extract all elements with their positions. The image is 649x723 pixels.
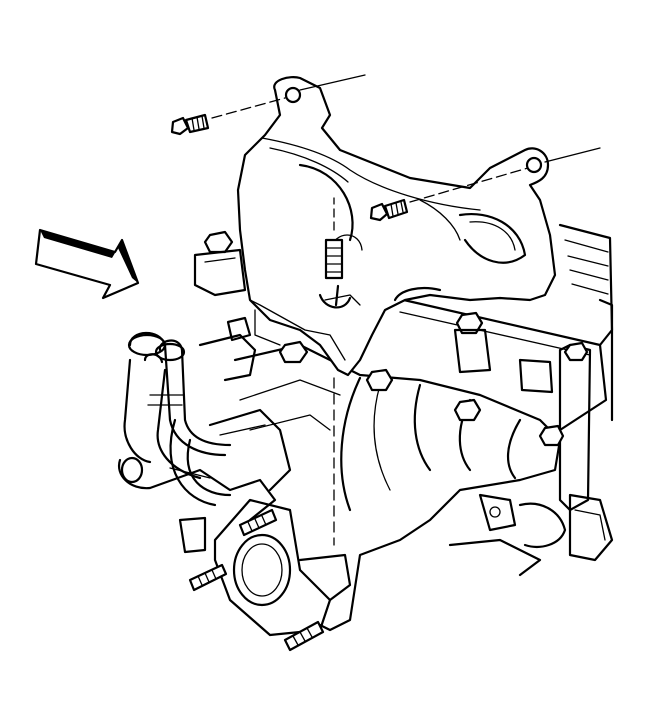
assembly-centerlines: [211, 74, 601, 546]
heat-shield-bolt-upper-left: [170, 113, 210, 136]
coolant-hoses: [117, 316, 292, 554]
manifold-brackets: [193, 248, 554, 394]
exhaust-manifold-heat-shield: [236, 76, 557, 377]
manifold-nuts: [203, 230, 589, 447]
manifold-flange-studs: [188, 508, 325, 652]
heat-shield-seam: [249, 299, 346, 361]
exhaust-manifold: [213, 343, 614, 637]
cylinder-head: [393, 223, 614, 512]
heat-shield-stud-center: [324, 238, 344, 280]
view-direction-arrow: [34, 228, 140, 300]
heat-shield-bolt-upper-right: [369, 198, 409, 222]
